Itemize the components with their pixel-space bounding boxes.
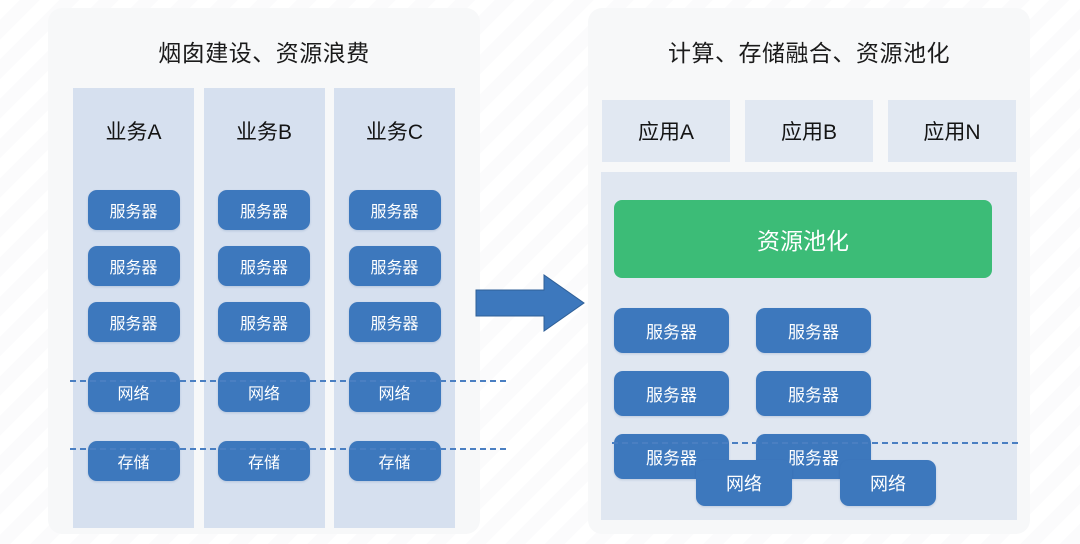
server-box[interactable]: 服务器 bbox=[348, 302, 441, 342]
server-box[interactable]: 服务器 bbox=[87, 302, 180, 342]
server-box[interactable]: 服务器 bbox=[218, 302, 310, 342]
server-box[interactable]: 服务器 bbox=[218, 246, 310, 286]
compute-network-divider bbox=[70, 380, 506, 382]
pooled-network-row: 网络 网络 bbox=[696, 460, 936, 506]
pooled-server-grid: 服务器 服务器 服务器 服务器 服务器 服务器 bbox=[614, 308, 1004, 479]
business-column-b-title: 业务B bbox=[235, 121, 292, 144]
application-box-a[interactable]: 应用A bbox=[602, 100, 730, 162]
server-box[interactable]: 服务器 bbox=[614, 371, 729, 416]
server-box[interactable]: 服务器 bbox=[614, 434, 729, 479]
business-column-a-title: 业务A bbox=[105, 121, 162, 144]
business-columns: 业务A 服务器 服务器 服务器 网络 存储 业务B 服务器 服务器 服务器 网络… bbox=[73, 88, 455, 528]
arrow-right-icon bbox=[475, 274, 585, 332]
server-box[interactable]: 服务器 bbox=[218, 190, 310, 230]
network-box[interactable]: 网络 bbox=[840, 460, 936, 506]
right-panel-title: 计算、存储融合、资源池化 bbox=[668, 40, 950, 66]
resource-pool-bar[interactable]: 资源池化 bbox=[614, 200, 992, 278]
storage-box[interactable]: 存储 bbox=[348, 441, 441, 481]
network-box[interactable]: 网络 bbox=[348, 372, 441, 412]
business-column-b[interactable]: 业务B 服务器 服务器 服务器 网络 存储 bbox=[203, 88, 325, 528]
left-panel-title: 烟囱建设、资源浪费 bbox=[158, 40, 370, 66]
server-box[interactable]: 服务器 bbox=[614, 308, 729, 353]
compute-network-divider bbox=[612, 442, 1018, 444]
transition-arrow bbox=[474, 272, 586, 334]
network-box[interactable]: 网络 bbox=[218, 372, 310, 412]
business-column-c-title: 业务C bbox=[365, 121, 424, 144]
application-box-n[interactable]: 应用N bbox=[888, 100, 1016, 162]
server-box[interactable]: 服务器 bbox=[756, 371, 871, 416]
server-box[interactable]: 服务器 bbox=[87, 190, 180, 230]
storage-box[interactable]: 存储 bbox=[218, 441, 310, 481]
left-panel-siloed-architecture: 烟囱建设、资源浪费 业务A 服务器 服务器 服务器 网络 存储 业务B 服务器 … bbox=[48, 8, 506, 534]
applications-row: 应用A 应用B 应用N bbox=[602, 100, 1016, 162]
business-column-a[interactable]: 业务A 服务器 服务器 服务器 网络 存储 bbox=[73, 88, 194, 528]
application-box-b[interactable]: 应用B bbox=[745, 100, 873, 162]
network-box[interactable]: 网络 bbox=[87, 372, 180, 412]
right-panel-pooled-architecture: 计算、存储融合、资源池化 应用A 应用B 应用N 资源池化 服务器 服务器 服务… bbox=[588, 8, 1030, 534]
server-box[interactable]: 服务器 bbox=[348, 246, 441, 286]
storage-box[interactable]: 存储 bbox=[87, 441, 180, 481]
network-box[interactable]: 网络 bbox=[696, 460, 792, 506]
network-storage-divider bbox=[70, 448, 506, 450]
resource-pool-container: 资源池化 服务器 服务器 服务器 服务器 服务器 服务器 网络 网络 bbox=[601, 172, 1018, 520]
server-box[interactable]: 服务器 bbox=[756, 308, 871, 353]
server-box[interactable]: 服务器 bbox=[348, 190, 441, 230]
business-column-c[interactable]: 业务C 服务器 服务器 服务器 网络 存储 bbox=[334, 88, 455, 528]
server-box[interactable]: 服务器 bbox=[87, 246, 180, 286]
